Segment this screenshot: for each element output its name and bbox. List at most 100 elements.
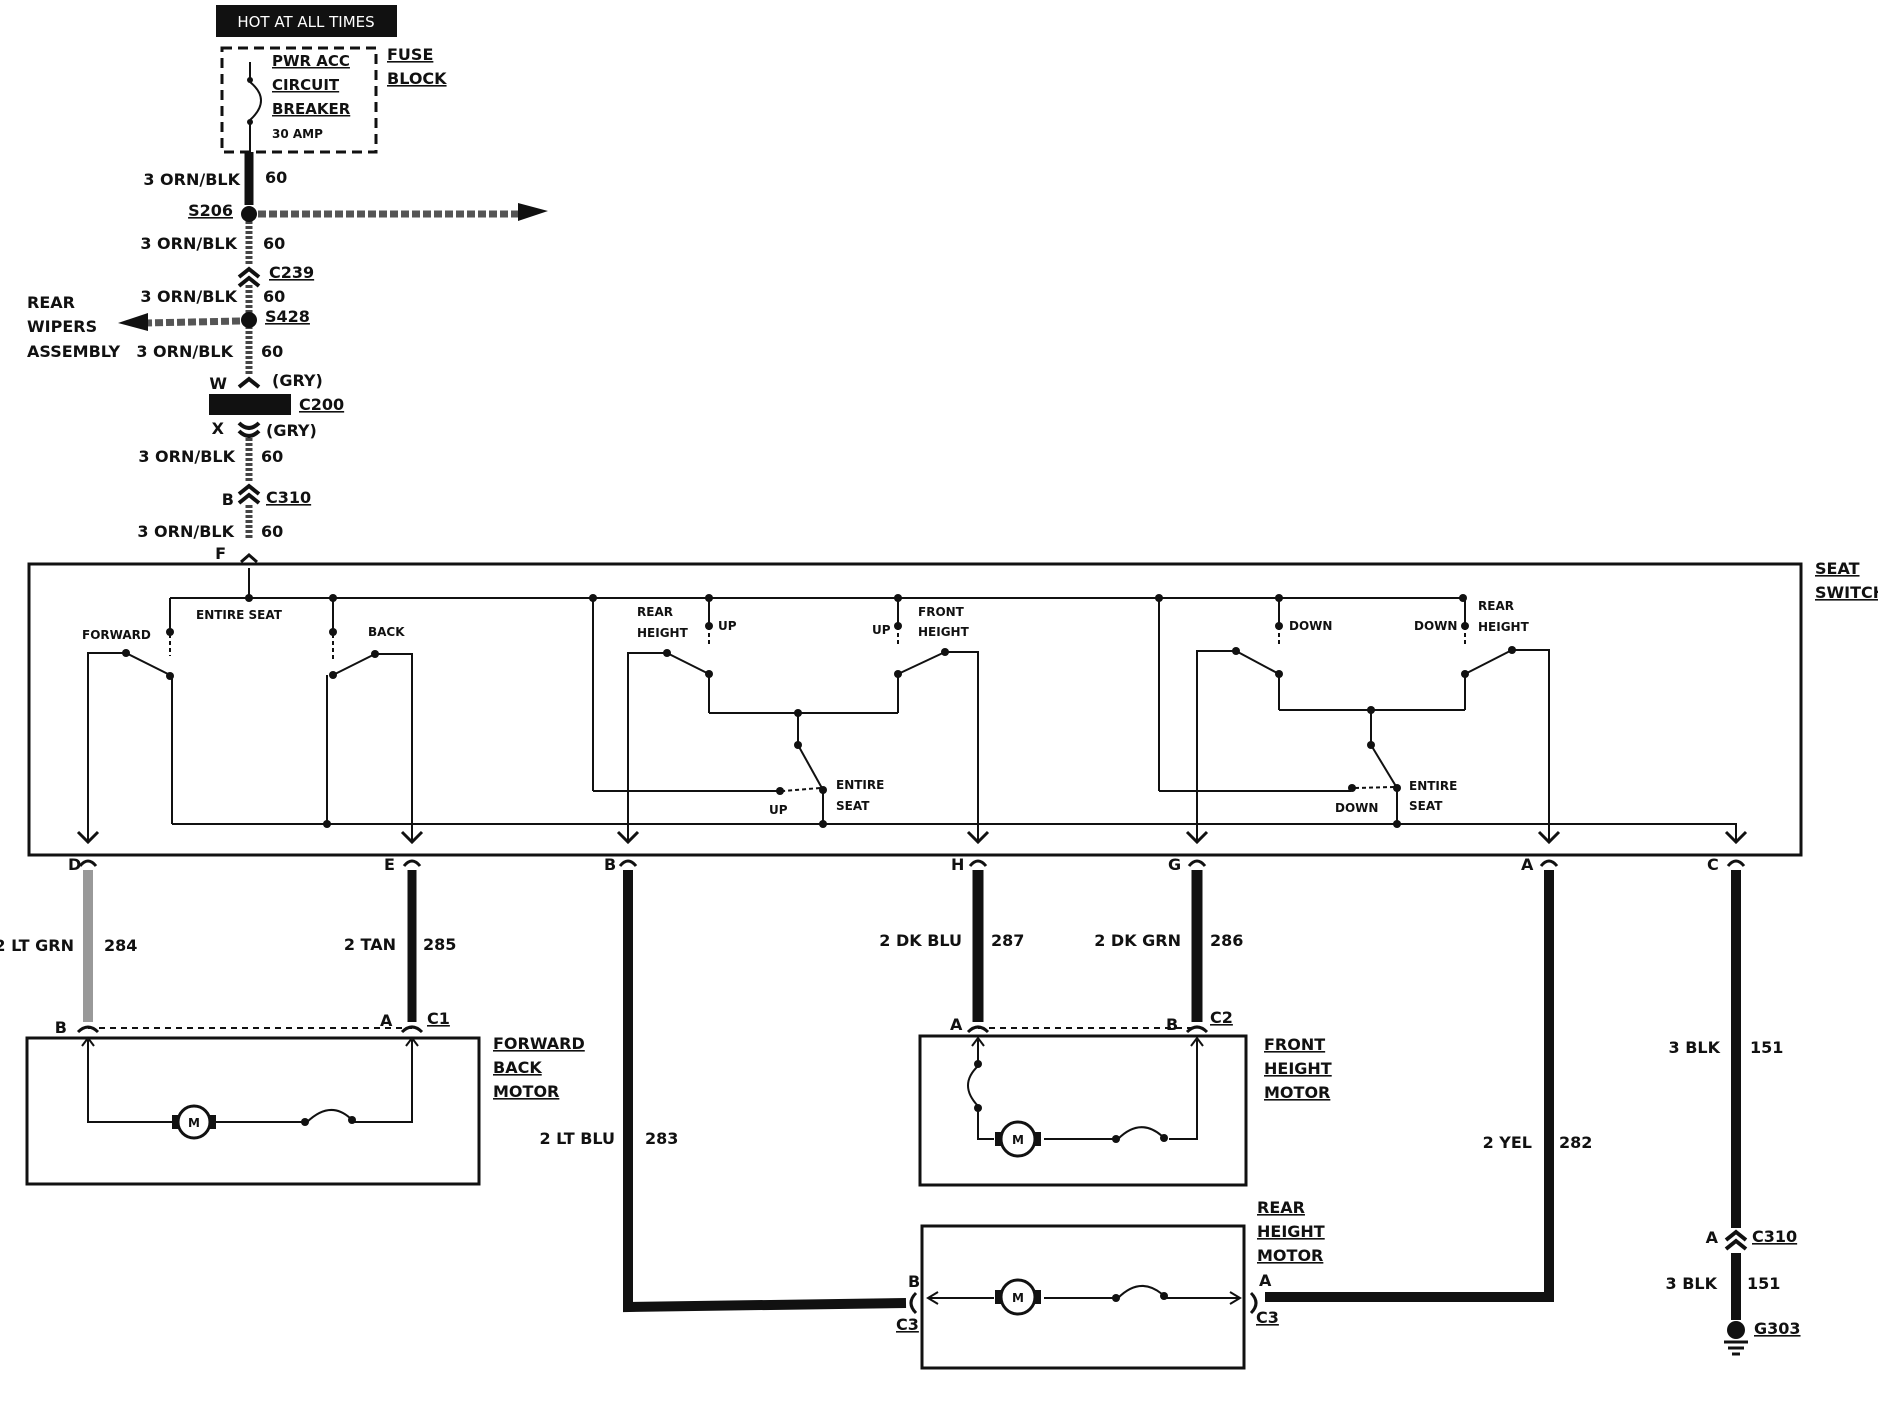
forward-back-motor-label-1: FORWARD <box>493 1034 585 1053</box>
rear-height-motor-label-3: MOTOR <box>1257 1246 1323 1265</box>
switch-label-up-left: UP <box>718 619 737 633</box>
feed-wire-2-label: 3 ORN/BLK <box>140 234 237 253</box>
pin-d-label: D <box>68 855 81 874</box>
switch-label-up-right: UP <box>872 623 891 637</box>
rear-wipers-arrow-icon <box>118 313 148 331</box>
switch-label-down-bottom: DOWN <box>1335 801 1378 815</box>
feed-wire-1-label: 3 ORN/BLK <box>143 170 240 189</box>
connector-c200-w: W <box>209 374 227 393</box>
branch-right-arrow-icon <box>518 203 548 221</box>
switch-label-seat-2: SEAT <box>1409 799 1443 813</box>
rear-height-motor-m: M <box>1012 1291 1024 1305</box>
front-height-motor: M A B C2 FRONT HEIGHT MOTOR <box>918 1008 1332 1187</box>
feed-wire-5-circuit: 60 <box>261 447 283 466</box>
breaker-label-line1: PWR ACC <box>272 52 350 70</box>
connector-c239: C239 <box>237 263 314 288</box>
connector-c310-top: B C310 <box>222 483 311 509</box>
forward-back-pin-b: B <box>55 1018 67 1037</box>
feed-wire-4-label: 3 ORN/BLK <box>136 342 233 361</box>
forward-back-motor-label-3: MOTOR <box>493 1082 559 1101</box>
connector-c200-label: C200 <box>299 395 344 414</box>
connector-c310-top-label: C310 <box>266 488 311 507</box>
feed-wire-6-circuit: 60 <box>261 522 283 541</box>
pin-c-label: C <box>1707 855 1719 874</box>
breaker-rating: 30 AMP <box>272 127 323 141</box>
switch-label-up-bottom: UP <box>769 803 788 817</box>
splice-s428: S428 REAR WIPERS ASSEMBLY <box>27 293 310 361</box>
rear-height-pin-a: A <box>1259 1271 1272 1290</box>
connector-c3-right-label: C3 <box>1256 1308 1279 1327</box>
seat-switch-pin-f-icon <box>240 553 258 564</box>
connector-c200-x: X <box>212 419 225 438</box>
wire-282-label: 2 YEL <box>1483 1133 1532 1152</box>
seat-switch: SEAT SWITCH <box>27 559 1878 857</box>
pin-e-label: E <box>384 855 395 874</box>
wire-151-circuit: 151 <box>1750 1038 1783 1057</box>
forward-back-motor: M B A C1 FORWARD BACK MOTOR <box>25 1009 585 1186</box>
wire-284-label: 2 LT GRN <box>0 936 74 955</box>
rear-wipers-label-line3: ASSEMBLY <box>27 342 120 361</box>
feed-wire-1-circuit: 60 <box>265 168 287 187</box>
connector-c239-label: C239 <box>269 263 314 282</box>
connector-c310-pin-b: B <box>222 490 234 509</box>
pin-g-label: G <box>1168 855 1181 874</box>
breaker-label-line3: BREAKER <box>272 100 351 118</box>
hot-at-all-times-banner: HOT AT ALL TIMES <box>216 5 397 37</box>
forward-back-motor-label-2: BACK <box>493 1058 542 1077</box>
front-height-pin-b: B <box>1166 1015 1178 1034</box>
seat-switch-title-line1: SEAT <box>1815 559 1860 578</box>
switch-label-front-height-1: FRONT <box>918 605 965 619</box>
connector-c3-left-label: C3 <box>896 1315 919 1334</box>
rear-height-pin-b: B <box>908 1272 920 1291</box>
switch-label-rear-height-1: REAR <box>637 605 673 619</box>
feed-wire-3-label: 3 ORN/BLK <box>140 287 237 306</box>
fuse-block-label-line1: FUSE <box>387 45 433 64</box>
wire-151-label: 3 BLK <box>1669 1038 1721 1057</box>
seat-switch-title-line2: SWITCH <box>1815 583 1878 602</box>
front-height-pin-a: A <box>950 1015 963 1034</box>
feed-wire-5-label: 3 ORN/BLK <box>138 447 235 466</box>
front-height-motor-label-1: FRONT <box>1264 1035 1325 1054</box>
switch-label-back: BACK <box>368 625 405 639</box>
feed-wire-6-label: 3 ORN/BLK <box>137 522 234 541</box>
wire-286-label: 2 DK GRN <box>1094 931 1181 950</box>
rear-height-motor-label-1: REAR <box>1257 1198 1305 1217</box>
wire-287-circuit: 287 <box>991 931 1024 950</box>
connector-c310-bottom: A C310 <box>1706 1227 1797 1251</box>
switch-label-rear-height-right-1: REAR <box>1478 599 1514 613</box>
seat-switch-contacts <box>122 594 1516 828</box>
rear-height-motor: M B A C3 C3 REAR HEIGHT MOTOR <box>896 1198 1325 1370</box>
switch-label-rear-height-right-2: HEIGHT <box>1478 620 1530 634</box>
front-height-motor-m: M <box>1012 1133 1024 1147</box>
seat-switch-pin-f: F <box>215 544 226 563</box>
switch-output-pins <box>76 830 1748 867</box>
splice-s428-label: S428 <box>265 307 310 326</box>
connector-c1-label: C1 <box>427 1009 450 1028</box>
wire-283-label: 2 LT BLU <box>539 1129 615 1148</box>
connector-c2-label: C2 <box>1210 1008 1233 1027</box>
connector-c310-bottom-label: C310 <box>1752 1227 1797 1246</box>
wire-284-circuit: 284 <box>104 936 137 955</box>
rear-wipers-label-line2: WIPERS <box>27 317 97 336</box>
connector-c200-gry-bottom: (GRY) <box>266 421 317 440</box>
ground-wire-circuit: 151 <box>1747 1274 1780 1293</box>
rear-height-motor-label-2: HEIGHT <box>1257 1222 1325 1241</box>
wire-285-label: 2 TAN <box>344 935 396 954</box>
feed-wire-2-circuit: 60 <box>263 234 285 253</box>
feed-wire-4-circuit: 60 <box>261 342 283 361</box>
wire-287-label: 2 DK BLU <box>879 931 962 950</box>
pin-b-label: B <box>604 855 616 874</box>
switch-label-entire-seat: ENTIRE SEAT <box>196 608 283 622</box>
front-height-motor-label-3: MOTOR <box>1264 1083 1330 1102</box>
wire-285-circuit: 285 <box>423 935 456 954</box>
switch-label-down-left: DOWN <box>1289 619 1332 633</box>
ground-g303-icon <box>1724 1321 1748 1356</box>
connector-c310-pin-a: A <box>1706 1228 1719 1247</box>
fuse-block: PWR ACC CIRCUIT BREAKER 30 AMP FUSE BLOC… <box>220 45 447 154</box>
switch-label-entire-2: ENTIRE <box>1409 779 1457 793</box>
ground-g303-label: G303 <box>1754 1319 1801 1338</box>
output-wires <box>83 870 1741 1320</box>
connector-c200-gry-top: (GRY) <box>272 371 323 390</box>
pin-a-label: A <box>1521 855 1534 874</box>
